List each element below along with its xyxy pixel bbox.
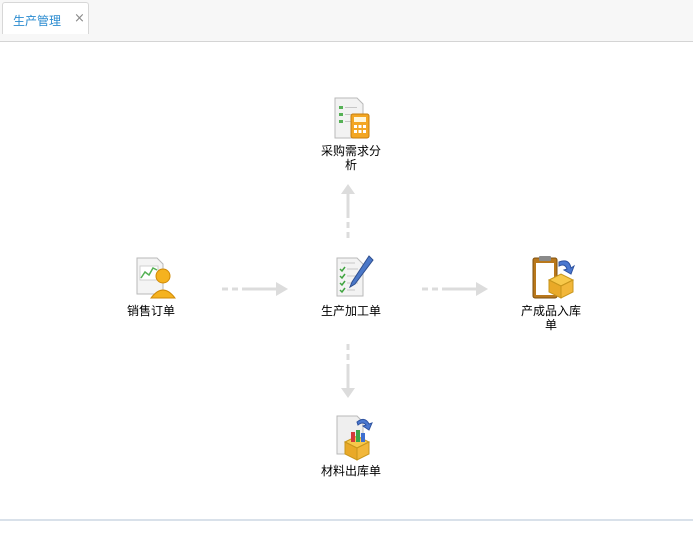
tab-bar: 生产管理 × — [0, 0, 693, 42]
bottom-border — [0, 519, 693, 549]
calculator-document-icon — [334, 97, 370, 139]
tab-label: 生产管理 — [13, 14, 62, 28]
node-label: 采购需求分析 — [320, 144, 381, 172]
node-label: 材料出库单 — [320, 464, 381, 478]
node-product-inbound[interactable]: 产成品入库单 — [511, 254, 591, 332]
close-icon[interactable]: × — [74, 11, 85, 26]
sales-chart-person-icon — [136, 257, 177, 299]
arrow-sales-to-production — [222, 282, 288, 296]
node-label: 生产加工单 — [320, 304, 381, 318]
arrow-production-to-purchase — [341, 184, 355, 238]
arrow-production-to-inbound — [422, 282, 488, 296]
document-box-icon — [336, 415, 373, 461]
checklist-pen-icon — [336, 255, 374, 297]
tab-production-management[interactable]: 生产管理 × — [2, 2, 89, 34]
node-purchase-analysis[interactable]: 采购需求分析 — [311, 94, 391, 172]
arrow-production-to-material — [341, 344, 355, 398]
node-label: 销售订单 — [126, 304, 175, 318]
node-production-order[interactable]: 生产加工单 — [311, 254, 391, 318]
node-material-outbound[interactable]: 材料出库单 — [311, 412, 391, 478]
node-sales-order[interactable]: 销售订单 — [111, 254, 191, 318]
clipboard-box-icon — [532, 256, 576, 299]
node-label: 产成品入库单 — [520, 304, 581, 332]
